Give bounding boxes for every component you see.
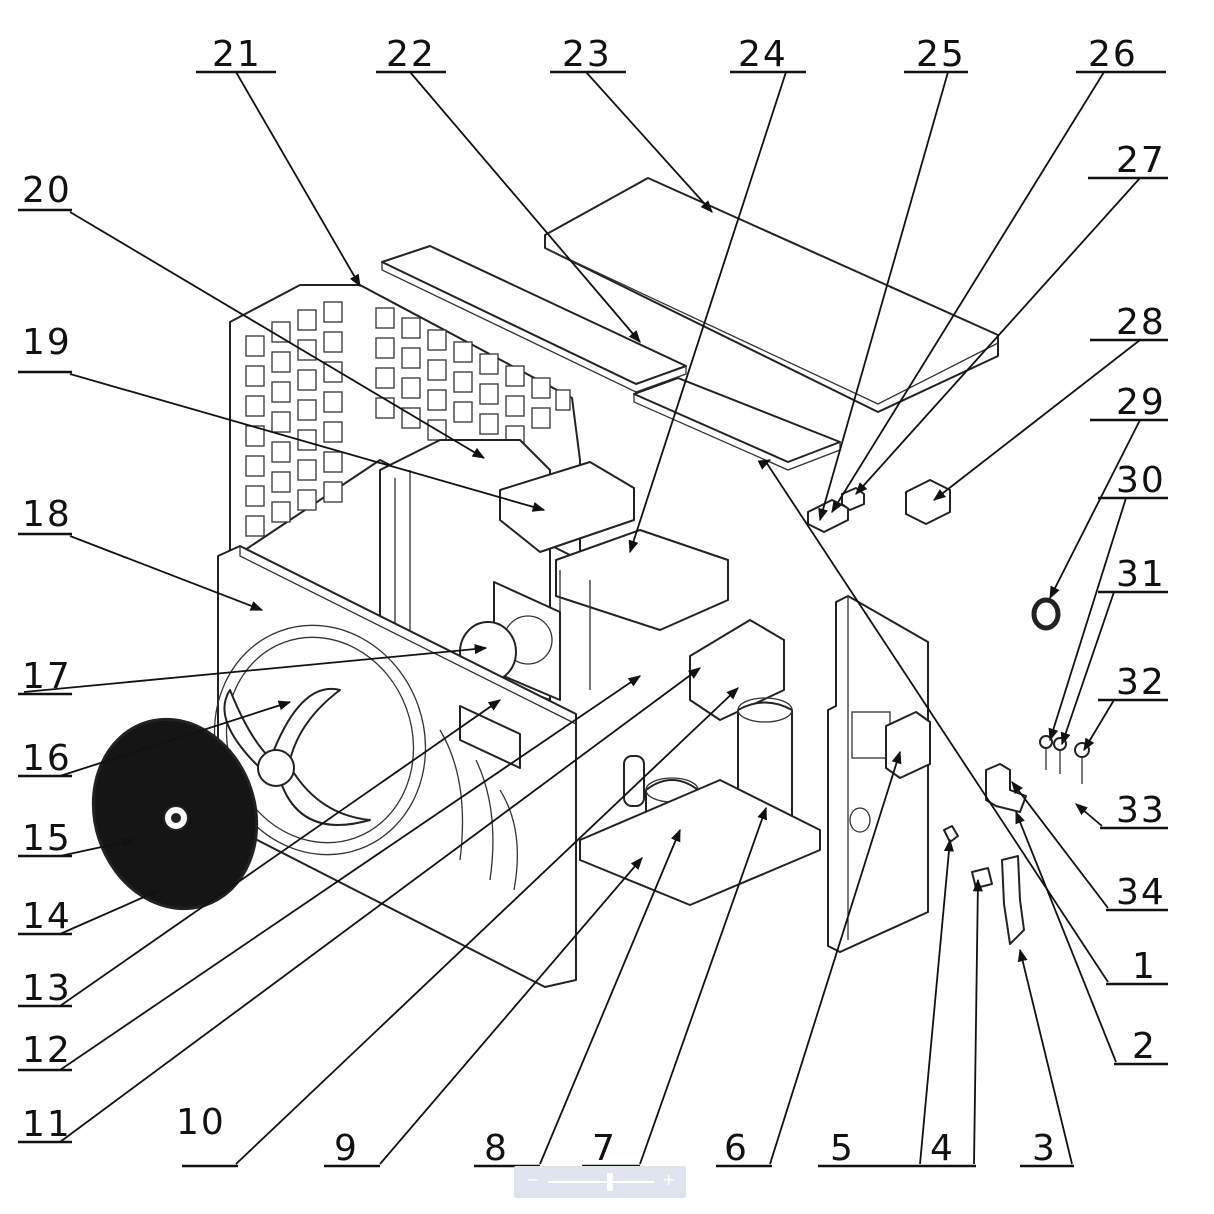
- callout-label: 32: [1116, 662, 1166, 703]
- back-grille-openings: [245, 301, 571, 537]
- callout-8: 8: [474, 1128, 540, 1169]
- zoom-in-icon[interactable]: +: [662, 1170, 676, 1189]
- callout-3: 3: [1020, 1128, 1074, 1169]
- controller-box: [555, 529, 729, 631]
- top-panel-right: [633, 377, 841, 463]
- callout-label: 2: [1132, 1026, 1157, 1067]
- zoom-slider-track[interactable]: [548, 1181, 654, 1183]
- callout-label: 17: [22, 656, 72, 697]
- callout-26: 26: [1076, 34, 1166, 75]
- callout-label: 31: [1116, 554, 1166, 595]
- callout-label: 14: [22, 896, 72, 937]
- callout-label: 29: [1116, 382, 1166, 423]
- callout-label: 11: [22, 1104, 72, 1145]
- callout-label: 9: [334, 1128, 359, 1169]
- callout-label: 24: [738, 34, 788, 75]
- fan-blade: [269, 687, 341, 761]
- callout-12: 12: [18, 1030, 72, 1072]
- pressure-switch: [971, 867, 993, 889]
- callout-label: 15: [22, 818, 72, 859]
- callout-label: 7: [592, 1128, 617, 1169]
- callout-31: 31: [1098, 554, 1168, 595]
- callout-label: 12: [22, 1030, 72, 1071]
- callout-label: 6: [724, 1128, 749, 1169]
- display-panel: [689, 619, 785, 721]
- relay: [905, 479, 951, 525]
- callout-10: 10: [176, 1102, 238, 1168]
- callout-label: 33: [1116, 790, 1166, 831]
- water-connector-block: [885, 711, 931, 779]
- callout-label: 4: [930, 1128, 955, 1169]
- callout-20: 20: [18, 170, 72, 212]
- callout-label: 22: [386, 34, 436, 75]
- callout-5: 5: [818, 1128, 920, 1169]
- callout-19: 19: [18, 322, 72, 374]
- callout-1: 1: [1106, 946, 1168, 987]
- side-panel: [827, 595, 929, 953]
- zoom-out-icon[interactable]: −: [526, 1170, 540, 1189]
- callout-18: 18: [18, 494, 72, 536]
- callout-32: 32: [1098, 662, 1168, 703]
- callout-21: 21: [196, 34, 276, 75]
- zoom-slider-thumb[interactable]: [607, 1173, 613, 1191]
- leader-lines: [23, 71, 1141, 1165]
- callout-label: 3: [1032, 1128, 1057, 1169]
- callout-25: 25: [904, 34, 968, 75]
- callout-30: 30: [1098, 460, 1168, 501]
- callout-label: 28: [1116, 302, 1166, 343]
- callout-label: 8: [484, 1128, 509, 1169]
- callout-33: 33: [1100, 790, 1168, 831]
- callout-34: 34: [1106, 872, 1168, 913]
- callout-label: 13: [22, 968, 72, 1009]
- accumulator: [623, 755, 645, 807]
- callout-6: 6: [716, 1128, 772, 1169]
- callout-17: 17: [18, 656, 72, 697]
- zoom-control[interactable]: − +: [514, 1166, 686, 1198]
- parts-drawing: [91, 177, 1090, 988]
- callout-labels: 21 22 23 24 25 26 27 28 29 30 31 32 33 3…: [18, 34, 1168, 1169]
- callout-label: 16: [22, 738, 72, 779]
- callout-label: 5: [830, 1128, 855, 1169]
- callout-9: 9: [324, 1128, 380, 1169]
- callout-14: 14: [18, 896, 72, 937]
- callout-label: 30: [1116, 460, 1166, 501]
- callout-label: 19: [22, 322, 72, 363]
- callout-label: 34: [1116, 872, 1166, 913]
- callout-label: 25: [916, 34, 966, 75]
- flow-switch: [1001, 855, 1025, 945]
- callout-2: 2: [1114, 1026, 1168, 1067]
- callout-label: 21: [212, 34, 262, 75]
- callout-15: 15: [18, 818, 72, 859]
- callout-13: 13: [18, 968, 72, 1009]
- callout-23: 23: [550, 34, 626, 75]
- callout-27: 27: [1088, 140, 1168, 181]
- callout-24: 24: [730, 34, 806, 75]
- electrical-box: [499, 461, 635, 553]
- callout-label: 1: [1132, 946, 1157, 987]
- callout-11: 11: [18, 1104, 72, 1145]
- gasket-ring: [1031, 597, 1061, 631]
- callout-label: 20: [22, 170, 72, 211]
- callout-label: 23: [562, 34, 612, 75]
- callout-label: 26: [1088, 34, 1138, 75]
- callout-29: 29: [1090, 382, 1168, 423]
- callout-7: 7: [582, 1128, 640, 1169]
- callout-4: 4: [920, 1128, 976, 1169]
- sensor: [943, 825, 959, 843]
- callout-label: 10: [176, 1102, 226, 1143]
- callout-28: 28: [1090, 302, 1168, 343]
- callout-22: 22: [376, 34, 446, 75]
- callout-label: 18: [22, 494, 72, 535]
- callout-16: 16: [18, 738, 72, 779]
- callout-label: 27: [1116, 140, 1166, 181]
